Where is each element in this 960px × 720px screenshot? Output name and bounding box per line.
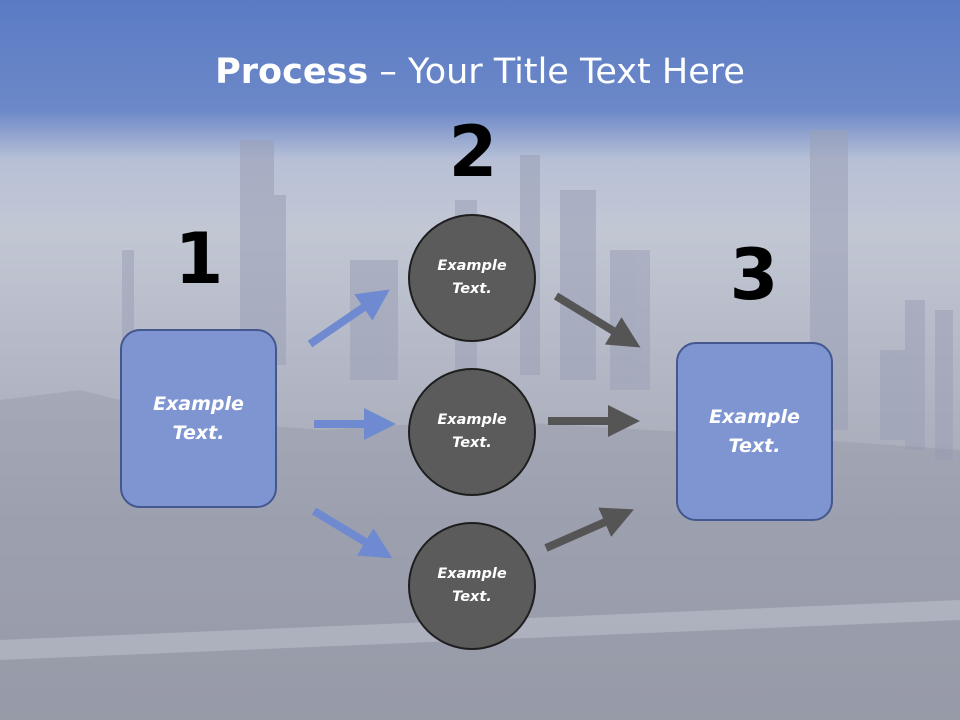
circle-middle: Example Text. [408,368,536,496]
arrow-to-circle-bottom [311,507,393,559]
circle-bottom-line1: Example [437,566,507,582]
title-dash: – [368,52,408,92]
right-box-line1: Example [709,405,800,428]
arrow-to-circle-top [307,289,390,348]
circle-top: Example Text. [408,214,536,342]
right-box: Example Text. [676,342,833,521]
step-number-1: 1 [174,218,224,300]
circle-middle-line2: Text. [452,435,492,451]
circle-top-line1: Example [437,258,507,274]
circle-bottom-line2: Text. [452,589,492,605]
slide-title: Process – Your Title Text Here [0,52,960,92]
right-box-line2: Text. [728,434,781,457]
title-bold: Process [215,52,369,92]
arrow-from-circle-top [553,292,641,348]
left-box-line2: Text. [172,421,225,444]
left-box-line1: Example [153,392,244,415]
circle-middle-line1: Example [437,412,507,428]
step-number-3: 3 [729,234,779,316]
circle-bottom: Example Text. [408,522,536,650]
circle-top-line2: Text. [452,281,492,297]
left-box: Example Text. [120,329,277,508]
arrow-from-circle-bottom [544,507,634,552]
title-rest: Your Title Text Here [407,52,745,92]
step-number-2: 2 [448,111,498,193]
